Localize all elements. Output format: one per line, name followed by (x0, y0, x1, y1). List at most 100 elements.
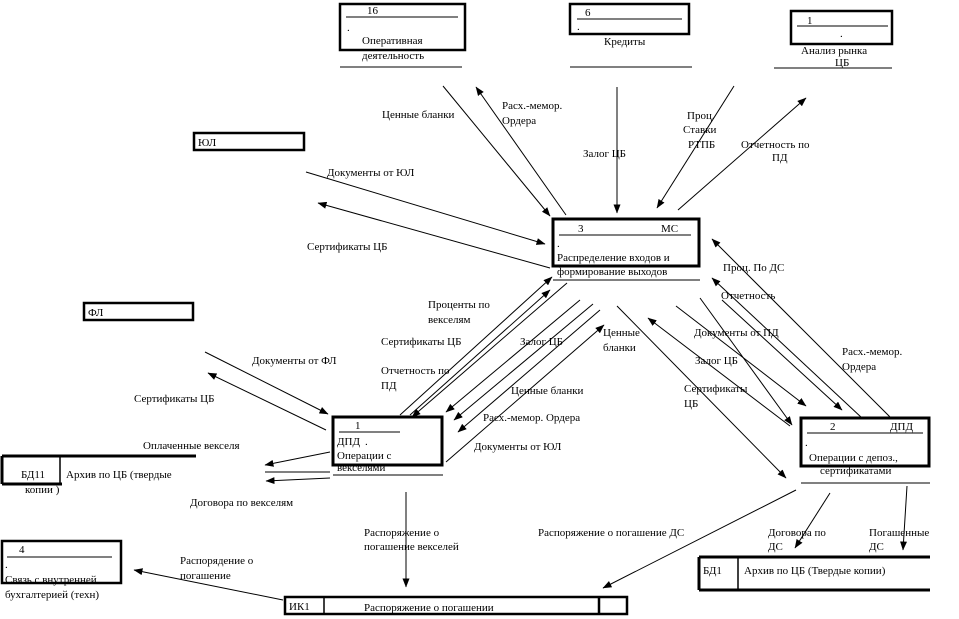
flow-sert-cb-fl (207, 372, 327, 431)
flow-lines (133, 85, 908, 601)
svg-text:бланки: бланки (603, 342, 636, 354)
flow-zalog-cb-mid (445, 299, 581, 413)
svg-text:Связь с внутренней: Связь с внутренней (5, 574, 97, 586)
flow-dogovora-ds (794, 492, 831, 549)
svg-text:ДС: ДС (869, 541, 884, 553)
process-2: 2 ДПД . Операции с депоз., сертификатами (799, 416, 931, 484)
svg-text:Сертификаты ЦБ: Сертификаты ЦБ (134, 393, 214, 405)
svg-text:Расх.-мемор.: Расх.-мемор. (842, 346, 902, 358)
svg-text:.: . (347, 22, 350, 34)
svg-text:.: . (557, 238, 560, 250)
svg-text:.: . (365, 436, 368, 448)
svg-text:векселями: векселями (337, 462, 385, 474)
flow-proc-veks (399, 276, 553, 416)
svg-text:3: 3 (578, 223, 584, 235)
flow-cennye-blanki-r (616, 305, 787, 479)
flow-pogash-ds (900, 485, 908, 551)
svg-text:1: 1 (355, 420, 361, 432)
svg-text:6: 6 (585, 7, 591, 19)
svg-text:ДПД: ДПД (337, 436, 360, 448)
svg-text:Проц. По ДС: Проц. По ДС (723, 262, 784, 274)
svg-text:копии ): копии ) (25, 484, 60, 496)
svg-text:Договора по векселям: Договора по векселям (190, 497, 293, 509)
store-bd1: БД1 Архив по ЦБ (Твердые копии) (697, 555, 930, 592)
flow-zalog-cb-r (647, 317, 791, 427)
flow-otchet-po (411, 282, 568, 418)
svg-text:Расх.-мемор. Ордера: Расх.-мемор. Ордера (483, 412, 580, 424)
flow-cennye-blanki-mid (453, 303, 594, 421)
svg-text:РТПБ: РТПБ (688, 139, 715, 151)
svg-text:Сертификаты ЦБ: Сертификаты ЦБ (381, 336, 461, 348)
flow-dogovora-veks (265, 477, 331, 485)
svg-text:ДС: ДС (768, 541, 783, 553)
svg-text:векселям: векселям (428, 314, 471, 326)
flow-cennye-blanki-top (442, 85, 551, 217)
flow-rasp-pog (133, 568, 284, 601)
svg-text:Ценные: Ценные (603, 327, 640, 339)
svg-text:Сертификаты ЦБ: Сертификаты ЦБ (307, 241, 387, 253)
svg-text:Распоряжение о: Распоряжение о (364, 527, 440, 539)
svg-text:Оперативная: Оперативная (362, 35, 423, 47)
svg-text:Расх.-мемор.: Расх.-мемор. (502, 100, 562, 112)
svg-text:ИК1: ИК1 (289, 601, 310, 613)
svg-text:ПД: ПД (381, 380, 397, 392)
flow-labels: Ценные бланки Расх.-мемор. Ордера Залог … (134, 100, 929, 582)
flow-docs-pd (675, 305, 807, 407)
svg-text:Операции с: Операции с (337, 450, 392, 462)
svg-text:.: . (805, 437, 808, 449)
svg-text:Отчетность: Отчетность (721, 290, 775, 302)
svg-text:ДПД: ДПД (890, 421, 913, 433)
svg-text:деятельность: деятельность (362, 50, 424, 62)
svg-text:Кредиты: Кредиты (604, 36, 646, 48)
flow-sert-cb-ul (317, 201, 551, 269)
svg-text:Залог ЦБ: Залог ЦБ (695, 355, 738, 367)
flow-sert-cb-mid (409, 289, 551, 416)
flow-proc-ds (711, 238, 891, 418)
svg-text:ПД: ПД (772, 152, 788, 164)
svg-text:Ставки: Ставки (683, 124, 717, 136)
svg-text:Проц.: Проц. (687, 110, 715, 122)
svg-text:16: 16 (367, 5, 379, 17)
svg-text:Проценты по: Проценты по (428, 299, 490, 311)
svg-text:Архив по ЦБ (Твердые копии): Архив по ЦБ (Твердые копии) (744, 565, 886, 577)
svg-text:Анализ рынка: Анализ рынка (801, 45, 867, 57)
svg-text:Оплаченные векселя: Оплаченные векселя (143, 440, 240, 452)
svg-text:Распорядение о: Распорядение о (180, 555, 254, 567)
svg-text:БД11: БД11 (21, 469, 45, 481)
svg-text:Отчетность по: Отчетность по (741, 139, 810, 151)
flow-docs-ul (305, 171, 546, 245)
flow-rash-memor-mid (457, 309, 601, 433)
svg-text:.: . (577, 21, 580, 33)
svg-text:Распоряжение о погашение ДС: Распоряжение о погашение ДС (538, 527, 684, 539)
process-3: 3 МС . Распределение входов и формирован… (551, 217, 701, 281)
flow-docs-fl (204, 351, 329, 415)
svg-text:погашение: погашение (180, 570, 231, 582)
svg-text:2: 2 (830, 421, 836, 433)
svg-text:Отчетность по: Отчетность по (381, 365, 450, 377)
svg-text:ЮЛ: ЮЛ (198, 137, 217, 149)
svg-text:.: . (840, 28, 843, 40)
store-bd11: БД11 Архив по ЦБ (твердые копии ) (0, 454, 196, 496)
flow-oplach-veks (264, 451, 331, 467)
flow-rasp-pog-ds (602, 489, 797, 589)
svg-text:Распределение входов и: Распределение входов и (557, 252, 670, 264)
entity-16: 16 . Оперативная деятельность (338, 2, 467, 68)
svg-text:.: . (5, 559, 8, 571)
entity-1: 1 . Анализ рынка ЦБ (774, 9, 894, 69)
svg-text:Операции с депоз.,: Операции с депоз., (809, 452, 898, 464)
svg-text:Распоряжение о погашении: Распоряжение о погашении (364, 602, 494, 614)
svg-text:Документы от ЮЛ: Документы от ЮЛ (327, 167, 415, 179)
svg-text:БД1: БД1 (703, 565, 722, 577)
svg-text:Ордера: Ордера (502, 115, 536, 127)
svg-text:ЦБ: ЦБ (684, 398, 698, 410)
svg-text:1: 1 (807, 15, 813, 27)
svg-text:Ценные бланки: Ценные бланки (511, 385, 584, 397)
svg-text:Залог ЦБ: Залог ЦБ (520, 336, 563, 348)
flow-proc-stavki (656, 85, 735, 209)
svg-text:МС: МС (661, 223, 678, 235)
svg-text:формирование выходов: формирование выходов (557, 266, 667, 278)
flow-docs-ul-mid (445, 324, 605, 463)
svg-text:Документы от ЮЛ: Документы от ЮЛ (474, 441, 562, 453)
svg-text:Сертификаты: Сертификаты (684, 383, 748, 395)
